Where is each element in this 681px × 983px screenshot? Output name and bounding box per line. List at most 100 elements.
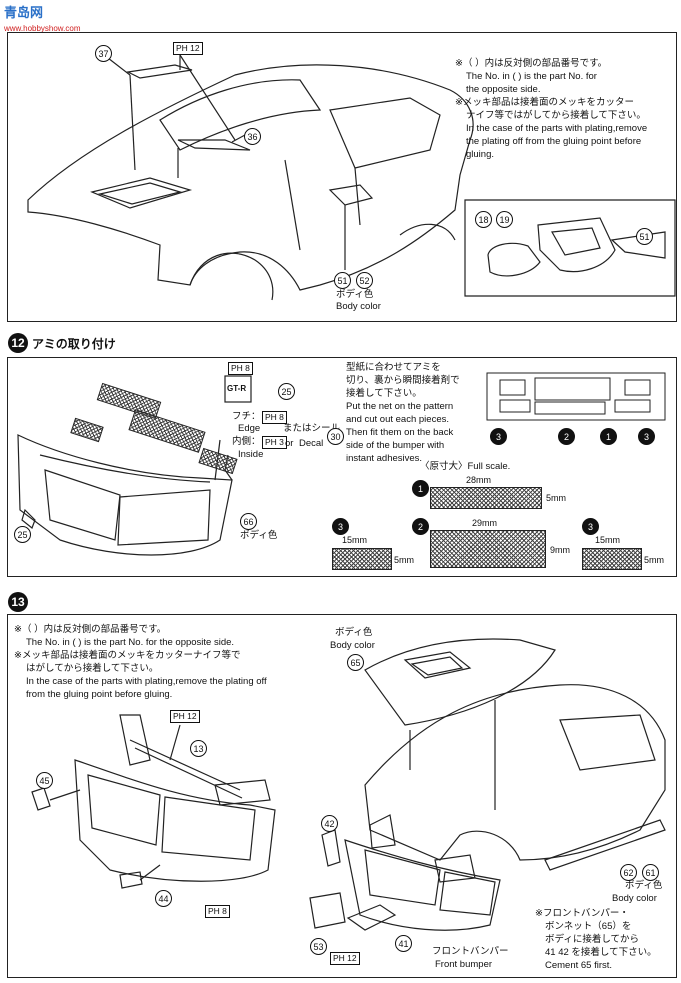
net1-width: 28mm: [466, 475, 492, 485]
net1-piece: [430, 487, 542, 509]
edge-jp: フチ：: [232, 411, 261, 422]
step11-note-en-2c: gluing.: [466, 149, 494, 160]
step12-instr-jp-3: 接着して下さい。: [346, 388, 422, 399]
part-19-callout: 19: [496, 211, 513, 228]
front-bumper-jp: フロントバンパー: [432, 946, 509, 957]
part-51-callout: 51: [334, 272, 351, 289]
part-37-callout: 37: [95, 45, 112, 62]
side-color-en: Body color: [612, 893, 657, 904]
step12-instr-en-5: instant adhesives.: [346, 453, 423, 464]
step11-note-jp-2a: ※メッキ部品は接着面のメッキをカッター: [455, 97, 634, 108]
part-25b-callout: 25: [14, 526, 31, 543]
net3a-id: 3: [332, 518, 349, 535]
step13-ph12-tag: PH 12: [170, 710, 200, 723]
grille-label-1: 1: [600, 428, 617, 445]
net2-width: 29mm: [472, 518, 498, 528]
inside-en: Inside: [238, 449, 264, 460]
net3b-width: 15mm: [595, 535, 621, 545]
step13-note-en-2b: from the gluing point before gluing.: [26, 689, 173, 700]
ph8-tag: PH 8: [228, 362, 253, 375]
net3b-height: 5mm: [644, 555, 664, 565]
step13-ph8-tag: PH 8: [205, 905, 230, 918]
net1-height: 5mm: [546, 493, 566, 503]
decal-en: Decal: [299, 438, 324, 449]
step13-header: 13: [8, 592, 28, 612]
step12-title: アミの取り付け: [32, 336, 116, 351]
or-en: or: [285, 438, 294, 449]
hood-color-jp: ボディ色: [335, 627, 373, 638]
net3a-piece: [332, 548, 392, 570]
grille-label-3b: 3: [638, 428, 655, 445]
step12-body-color-jp: ボディ色: [240, 530, 278, 541]
step12-instr-jp-2: 切り、裏から瞬間接着剤で: [346, 375, 460, 386]
part-36-callout: 36: [244, 128, 261, 145]
grille-label-3a: 3: [490, 428, 507, 445]
step12-header: 12 アミの取り付け: [8, 333, 116, 353]
body-color-jp: ボディ色: [336, 289, 374, 300]
net2-id: 2: [412, 518, 429, 535]
part-42-callout: 42: [321, 815, 338, 832]
step13-panel: [7, 614, 677, 978]
part-13-callout: 13: [190, 740, 207, 757]
step11-note-jp-2b: ナイフ等ではがしてから接着して下さい。: [466, 110, 646, 121]
net1-id: 1: [412, 480, 429, 497]
cement-note-jp-4: 41 42 を接着して下さい。: [545, 947, 657, 958]
net2-height: 9mm: [550, 545, 570, 555]
cement-note-jp-1: ※フロントバンパー・: [535, 908, 629, 919]
gt-r-badge-text: GT-R: [227, 384, 247, 393]
side-color-jp: ボディ色: [625, 880, 663, 891]
part-61-callout: 61: [642, 864, 659, 881]
part-52-callout: 52: [356, 272, 373, 289]
edge-en: Edge: [238, 423, 261, 434]
or-seal-jp: またはシール: [283, 423, 341, 434]
part-51-detail-callout: 51: [636, 228, 653, 245]
step12-instr-jp-1: 型紙に合わせてアミを: [346, 362, 441, 373]
full-scale-label: 〈原寸大〉Full scale.: [420, 461, 511, 472]
step11-note-en-1a: The No. in ( ) is the part No. for: [466, 71, 597, 82]
watermark-url: www.hobbyshow.com: [4, 24, 81, 33]
inside-jp: 内側：: [232, 436, 261, 447]
part-53-callout: 53: [310, 938, 327, 955]
decal-30-callout: 30: [327, 428, 344, 445]
edge-ph8-tag: PH 8: [262, 411, 287, 424]
step12-instr-en-4: side of the bumper with: [346, 440, 445, 451]
step13-note-jp-2b: はがしてから接着して下さい。: [26, 663, 159, 674]
hood-color-en: Body color: [330, 640, 375, 651]
part-66-callout: 66: [240, 513, 257, 530]
net2-piece: [430, 530, 546, 568]
step12-number: 12: [8, 333, 28, 353]
part-18-callout: 18: [475, 211, 492, 228]
net3a-height: 5mm: [394, 555, 414, 565]
cement-note-jp-3: ボディに接着してから: [545, 934, 640, 945]
step13-note-en-1: The No. in ( ) is the part No. for the o…: [26, 637, 235, 648]
part-25-callout: 25: [278, 383, 295, 400]
step13-ph12b-tag: PH 12: [330, 952, 360, 965]
net3b-id: 3: [582, 518, 599, 535]
step11-note-en-1b: the opposite side.: [466, 84, 541, 95]
step11-note-en-2a: In the case of the parts with plating,re…: [466, 123, 648, 134]
step13-note-en-2a: In the case of the parts with plating,re…: [26, 676, 267, 687]
step13-note-jp-2a: ※メッキ部品は接着面のメッキをカッターナイフ等で: [14, 650, 241, 661]
step11-note-jp-1: ※（ ）内は反対側の部品番号です。: [455, 58, 608, 69]
step13-note-jp-1: ※（ ）内は反対側の部品番号です。: [14, 624, 167, 635]
step13-number: 13: [8, 592, 28, 612]
part-44-callout: 44: [155, 890, 172, 907]
step12-instr-en-2: and cut out each pieces.: [346, 414, 449, 425]
part-62-callout: 62: [620, 864, 637, 881]
step12-instr-en-3: Then fit them on the back: [346, 427, 454, 438]
watermark-logo: 青岛网: [4, 5, 44, 20]
part-41-callout: 41: [395, 935, 412, 952]
body-color-en: Body color: [336, 301, 381, 312]
cement-note-jp-2: ボンネット（65）を: [545, 921, 632, 932]
inside-ph3-tag: PH 3: [262, 436, 287, 449]
cement-note-en: Cement 65 first.: [545, 960, 613, 971]
part-45-callout: 45: [36, 772, 53, 789]
grille-label-2: 2: [558, 428, 575, 445]
front-bumper-en: Front bumper: [435, 959, 493, 970]
ph12-tag: PH 12: [173, 42, 203, 55]
